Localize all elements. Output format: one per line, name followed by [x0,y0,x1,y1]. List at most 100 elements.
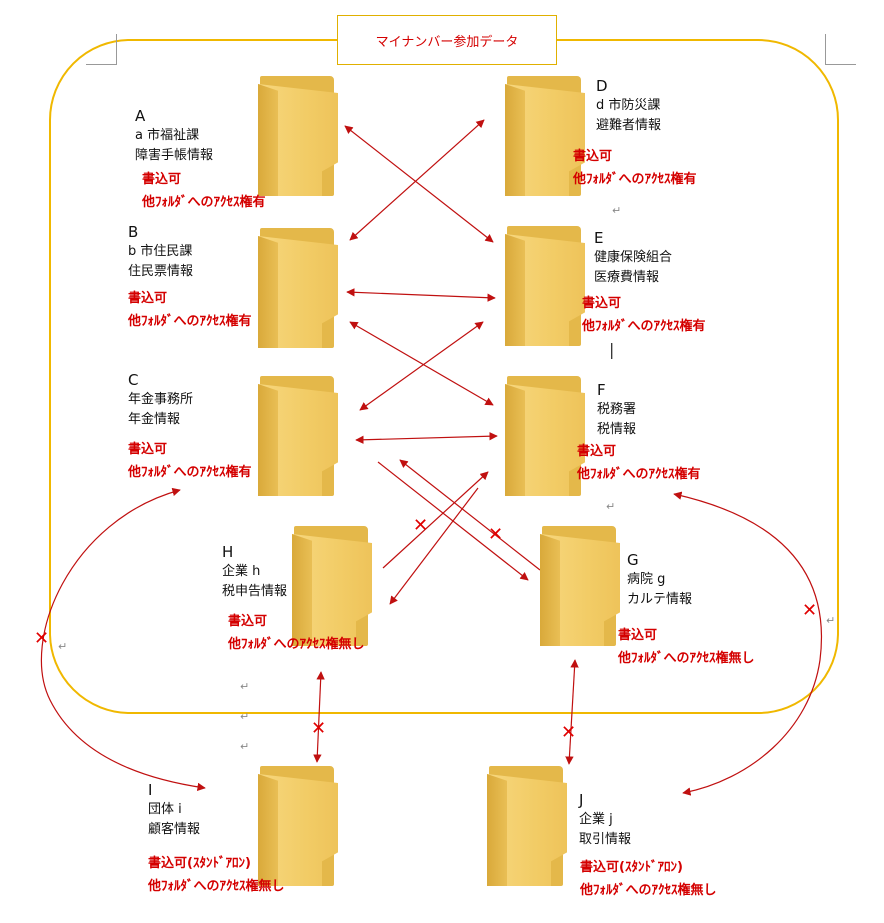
node-letter: G [627,551,639,569]
node-owner: 年金事務所 [128,392,194,407]
write-permission: 書込可 [128,291,168,306]
node-permission-b: 書込可 他ﾌｫﾙﾀﾞへのｱｸｾｽ権有 [128,287,252,333]
paragraph-mark-icon: ↵ [240,740,250,753]
node-label-c: C 年金事務所 年金情報 [128,370,193,430]
link-e-c [359,321,484,411]
link-f-h [389,487,479,605]
link-b-f [349,321,494,406]
node-permission-i: 書込可(ｽﾀﾝﾄﾞｱﾛﾝ) 他ﾌｫﾙﾀﾞへのｱｸｾｽ権無し [148,852,285,898]
node-letter: H [222,543,234,561]
node-letter: D [596,77,608,95]
node-data-type: 税申告情報 [222,584,288,599]
cross-mark-icon: ✕ [802,600,818,621]
paragraph-mark-icon: ↵ [826,614,836,627]
node-owner: 税務署 [597,402,637,417]
access-permission: 他ﾌｫﾙﾀﾞへのｱｸｾｽ権無し [148,879,285,894]
access-permission: 他ﾌｫﾙﾀﾞへのｱｸｾｽ権有 [128,465,252,480]
node-data-type: 年金情報 [128,412,181,427]
group-title: マイナンバー参加データ [337,15,557,65]
node-label-e: E 健康保険組合 医療費情報 [594,228,672,288]
node-permission-d: 書込可 他ﾌｫﾙﾀﾞへのｱｸｾｽ権有 [573,145,697,191]
node-owner: b 市住民課 [128,244,193,259]
write-permission: 書込可 [577,444,617,459]
node-data-type: カルテ情報 [627,592,693,607]
cross-mark-icon: ✕ [413,515,429,536]
write-permission: 書込可 [573,149,613,164]
link-c-f [355,432,498,444]
node-letter: I [148,781,153,799]
node-data-type: 取引情報 [579,832,632,847]
folder-icon[interactable] [258,766,348,892]
paragraph-mark-icon: ↵ [240,680,250,693]
cross-mark-icon: ✕ [34,628,50,649]
paragraph-mark-icon: ↵ [240,710,250,723]
folder-icon[interactable] [505,376,595,502]
access-permission: 他ﾌｫﾙﾀﾞへのｱｸｾｽ権有 [582,319,706,334]
node-label-d: D d 市防災課 避難者情報 [596,76,661,136]
folder-icon[interactable] [505,226,595,352]
folder-icon[interactable] [258,376,348,502]
text-cursor: | [609,340,615,359]
node-permission-j: 書込可(ｽﾀﾝﾄﾞｱﾛﾝ) 他ﾌｫﾙﾀﾞへのｱｸｾｽ権無し [580,856,717,902]
write-permission: 書込可 [618,628,658,643]
node-owner: 健康保険組合 [594,250,673,265]
access-permission: 他ﾌｫﾙﾀﾞへのｱｸｾｽ権無し [580,883,717,898]
node-permission-e: 書込可 他ﾌｫﾙﾀﾞへのｱｸｾｽ権有 [582,292,706,338]
node-label-i: I 団体 i 顧客情報 [148,780,200,840]
node-owner: 病院 g [627,572,666,587]
link-f-j [673,491,823,796]
folder-icon[interactable] [487,766,577,892]
node-label-a: A a 市福祉課 障害手帳情報 [135,106,213,166]
node-owner: d 市防災課 [596,98,661,113]
node-letter: A [135,107,146,125]
link-h-i [313,671,325,763]
write-permission: 書込可 [582,296,622,311]
node-owner: 団体 i [148,802,182,817]
node-data-type: 顧客情報 [148,822,201,837]
link-d-b [349,119,485,241]
node-label-j: J 企業 j 取引情報 [579,790,631,850]
paragraph-mark-icon: ↵ [58,640,68,653]
folder-icon[interactable] [540,526,630,652]
link-g-j [565,659,579,765]
access-permission: 他ﾌｫﾙﾀﾞへのｱｸｾｽ権無し [228,637,365,652]
node-data-type: 障害手帳情報 [135,148,214,163]
folder-icon[interactable] [258,228,348,354]
link-g-f [399,459,541,571]
node-label-b: B b 市住民課 住民票情報 [128,222,193,282]
paragraph-mark-icon: ↵ [612,204,622,217]
access-permission: 他ﾌｫﾙﾀﾞへのｱｸｾｽ権有 [142,195,266,210]
page-corner-mark [86,34,117,65]
node-permission-f: 書込可 他ﾌｫﾙﾀﾞへのｱｸｾｽ権有 [577,440,701,486]
cross-mark-icon: ✕ [311,718,327,739]
node-owner: 企業 j [579,812,613,827]
access-permission: 他ﾌｫﾙﾀﾞへのｱｸｾｽ権有 [573,172,697,187]
node-data-type: 住民票情報 [128,264,194,279]
write-permission: 書込可 [142,172,182,187]
node-permission-g: 書込可 他ﾌｫﾙﾀﾞへのｱｸｾｽ権無し [618,624,755,670]
cross-mark-icon: ✕ [488,524,504,545]
folder-icon[interactable] [292,526,382,652]
link-b-e [346,288,496,302]
write-permission: 書込可(ｽﾀﾝﾄﾞｱﾛﾝ) [580,860,683,875]
node-letter: J [579,791,584,809]
paragraph-mark-icon: ↵ [606,500,616,513]
cross-mark-icon: ✕ [561,722,577,743]
node-label-f: F 税務署 税情報 [597,380,636,440]
write-permission: 書込可 [128,442,168,457]
access-permission: 他ﾌｫﾙﾀﾞへのｱｸｾｽ権無し [618,651,755,666]
node-permission-a: 書込可 他ﾌｫﾙﾀﾞへのｱｸｾｽ権有 [142,168,266,214]
node-permission-c: 書込可 他ﾌｫﾙﾀﾞへのｱｸｾｽ権有 [128,438,252,484]
node-letter: E [594,229,604,247]
access-permission: 他ﾌｫﾙﾀﾞへのｱｸｾｽ権有 [128,314,252,329]
node-letter: C [128,371,139,389]
node-label-g: G 病院 g カルテ情報 [627,550,692,610]
node-data-type: 医療費情報 [594,270,660,285]
node-letter: B [128,223,139,241]
node-permission-h: 書込可 他ﾌｫﾙﾀﾞへのｱｸｾｽ権無し [228,610,365,656]
write-permission: 書込可(ｽﾀﾝﾄﾞｱﾛﾝ) [148,856,251,871]
folder-icon[interactable] [258,76,348,202]
folder-icon[interactable] [505,76,595,202]
link-h-f [382,471,489,569]
